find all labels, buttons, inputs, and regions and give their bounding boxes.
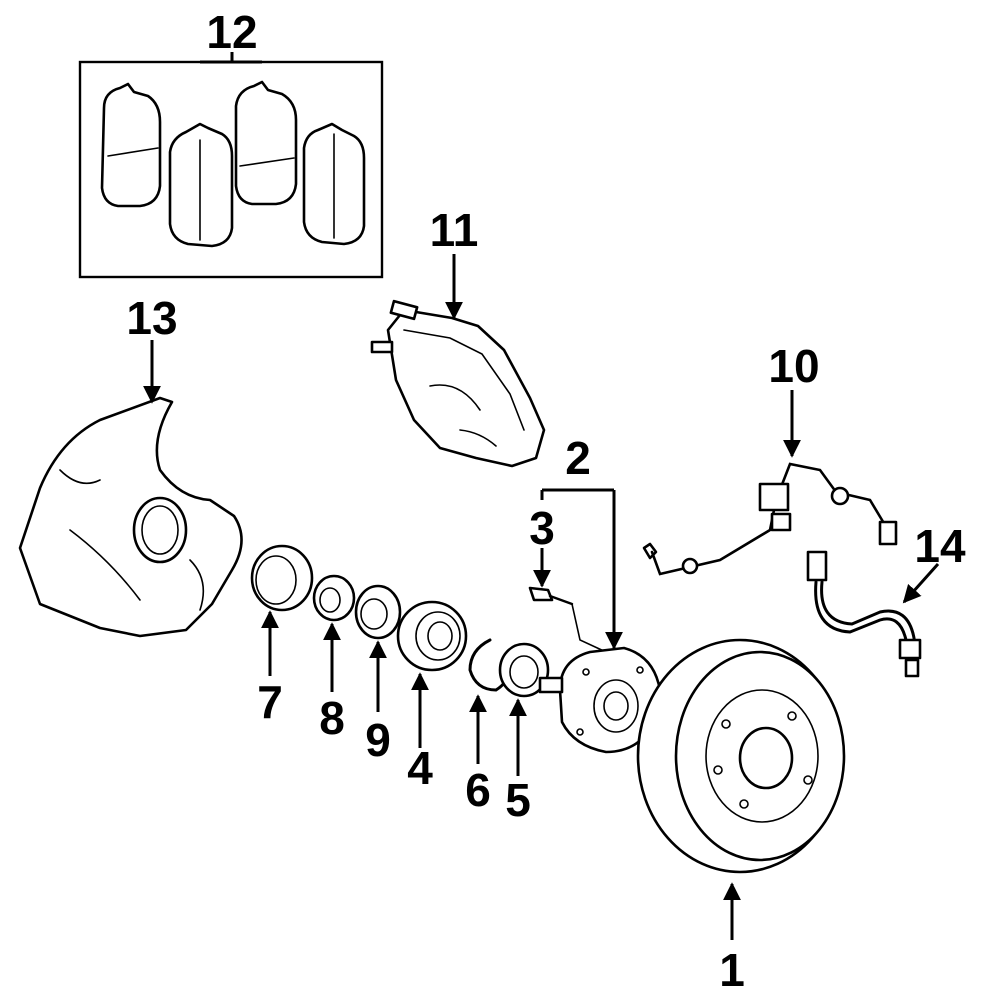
splash-shield[interactable] <box>18 396 243 638</box>
callout-6: 6 <box>465 764 491 816</box>
callout-1: 1 <box>719 944 745 996</box>
callout-10: 10 <box>768 340 819 392</box>
wheel-stud[interactable] <box>528 586 607 653</box>
callout-4: 4 <box>407 742 433 794</box>
callout-11: 11 <box>430 204 479 256</box>
callout-14: 14 <box>914 520 966 572</box>
abs-sensor-harness[interactable] <box>642 462 898 576</box>
inner-bearing[interactable] <box>396 600 468 672</box>
oil-seal[interactable] <box>250 544 314 612</box>
callout-3: 3 <box>529 502 555 554</box>
brake-pad-set[interactable] <box>78 60 384 279</box>
callout-5: 5 <box>505 774 531 826</box>
brake-caliper[interactable] <box>370 299 546 468</box>
callout-2: 2 <box>565 432 591 484</box>
callout-12: 12 <box>206 6 257 58</box>
callout-8: 8 <box>319 692 345 744</box>
callout-9: 9 <box>365 714 391 766</box>
brake-rotor[interactable] <box>636 638 846 874</box>
bearing-race[interactable] <box>354 584 402 640</box>
inner-seal[interactable] <box>498 642 550 698</box>
wheel-hub[interactable] <box>538 646 662 754</box>
callout-7: 7 <box>257 676 283 728</box>
outer-bearing[interactable] <box>312 574 356 622</box>
callout-13: 13 <box>126 292 177 344</box>
brake-hose[interactable] <box>806 550 922 678</box>
